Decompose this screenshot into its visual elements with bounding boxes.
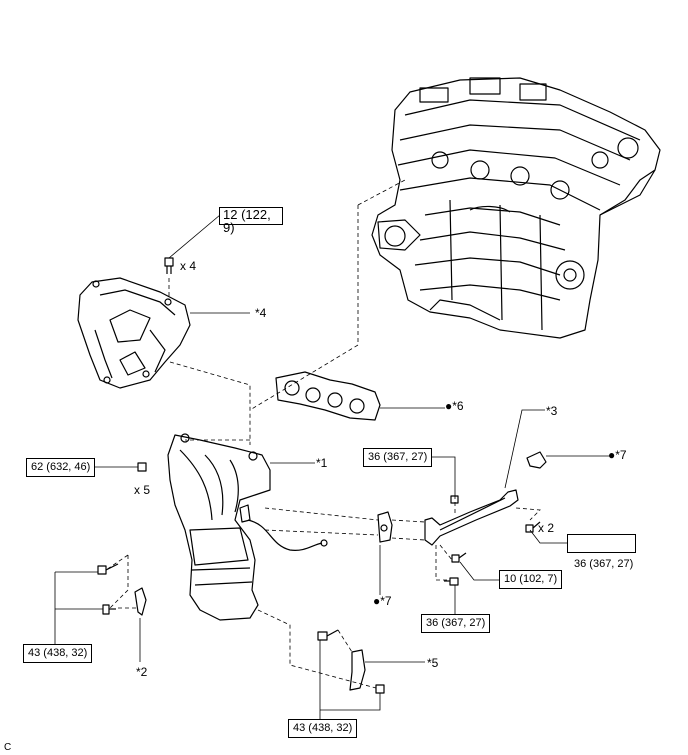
torque-spec-heat-insulator: 12 (122, 9)	[219, 207, 283, 234]
corner-mark: C	[4, 742, 12, 753]
lower-bolt	[444, 577, 459, 586]
torque-spec-stay-bolts: 43 (438, 32)	[23, 644, 93, 663]
callout-3: *3	[546, 404, 558, 418]
torque-spec-pipe-bolt: 36 (367, 27)	[363, 448, 433, 467]
qty-insulator-bolts: x 4	[180, 259, 197, 273]
stay-bolt-lower	[102, 604, 116, 615]
stay-bolt-bottom	[317, 629, 339, 641]
torque-spec-manifold-nut: 62 (632, 46)	[26, 458, 96, 477]
torque-spec-support-bolt: 36 (367, 27)	[574, 558, 634, 570]
pipe-clamp	[526, 451, 547, 469]
torque-spec-support-box	[567, 534, 636, 553]
callout-6: ●*6	[445, 399, 464, 413]
torque-spec-sensor-nut: 10 (102, 7)	[499, 570, 563, 589]
manifold-stay-2	[134, 587, 147, 616]
callout-5: *5	[427, 656, 439, 670]
stud-nut	[137, 462, 147, 472]
support-bolt	[525, 521, 541, 533]
callout-7-gasket: ●*7	[373, 594, 392, 608]
pipe-nut	[450, 495, 459, 504]
leader-lines	[54, 214, 610, 720]
exhaust-manifold-heat-insulator	[77, 277, 191, 389]
manifold-stay-5	[349, 649, 366, 691]
callout-4: *4	[255, 306, 267, 320]
exhaust-manifold-gasket	[275, 371, 381, 421]
assembly-guide-lines	[105, 179, 541, 689]
insulator-bolt	[164, 257, 174, 274]
oxygen-sensor-wire	[247, 519, 323, 551]
exhaust-pipe	[424, 489, 519, 546]
qty-support-bolts: x 2	[538, 521, 555, 535]
sensor-bolt	[451, 552, 467, 563]
callout-7-clamp: ●*7	[608, 448, 627, 462]
engine-assembly-illustration	[371, 77, 661, 339]
exhaust-manifold-converter	[167, 433, 271, 621]
torque-spec-lower-nut: 36 (367, 27)	[421, 614, 491, 633]
callout-1: *1	[316, 456, 328, 470]
qty-manifold-nuts: x 5	[134, 483, 151, 497]
callout-2: *2	[136, 665, 148, 679]
stay-nut-bottom	[375, 684, 385, 694]
exhaust-pipe-gasket	[377, 511, 393, 543]
torque-spec-stay-bolts-bottom: 43 (438, 32)	[288, 719, 358, 738]
